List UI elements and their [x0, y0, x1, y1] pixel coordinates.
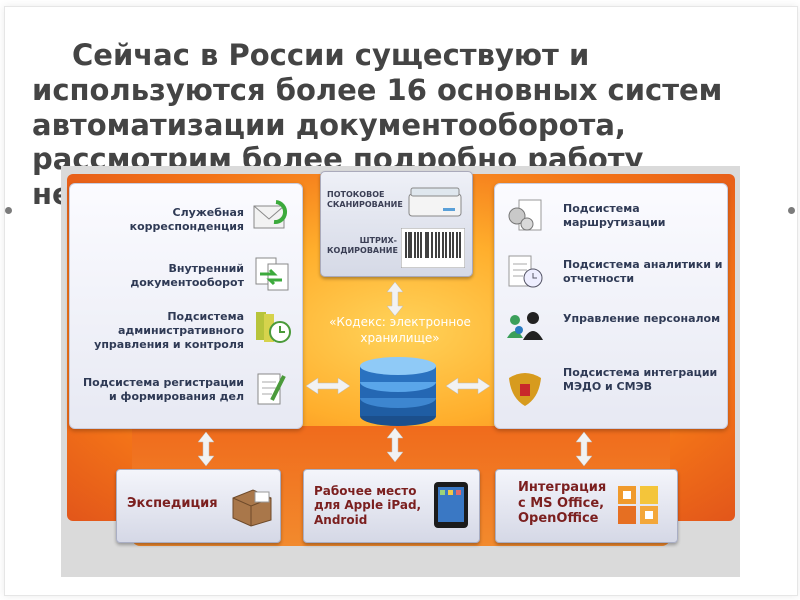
right-item-label: Подсистема аналитики и отчетности: [563, 258, 723, 285]
bottom-box-workplace: Рабочее место для Apple iPad, Android: [303, 469, 480, 543]
folders-clock-icon: [256, 312, 291, 343]
people-icon: [507, 312, 543, 340]
right-item-label: Управление персоналом: [563, 312, 721, 325]
bottom-box-integration: Интеграция с MS Office, OpenOffice: [495, 469, 678, 543]
bottom-box-label: Рабочее место для Apple iPad, Android: [314, 484, 422, 527]
document-pen-icon: [257, 373, 286, 405]
database-icon: [360, 357, 436, 426]
right-item-label: Подсистема маршрутизации: [563, 202, 666, 229]
right-item-2: Подсистема аналитики и отчетности: [495, 254, 727, 304]
left-item-label: Подсистема административного управления …: [94, 310, 244, 351]
slide-frame-dot-right: [788, 207, 795, 214]
scanner-icon: [408, 187, 462, 217]
document-exchange-icon: [255, 257, 289, 291]
barcoding-label: ШТРИХ-КОДИРОВАНИЕ: [327, 236, 398, 255]
bottom-box-label: Интеграция с MS Office, OpenOffice: [518, 480, 607, 527]
left-item-3: Подсистема административного управления …: [70, 308, 302, 358]
right-item-3: Управление персоналом: [495, 308, 727, 358]
right-subsystems-panel: Подсистема маршрутизации Подсистема анал…: [494, 183, 728, 429]
right-item-4: Подсистема интеграции МЭДО и СМЭВ: [495, 366, 727, 420]
envelope-icon: [253, 200, 287, 229]
tablet-icon: [434, 482, 468, 528]
parcel-icon: [232, 489, 272, 527]
left-subsystems-panel: Служебная корреспонденция Внутренний док…: [69, 183, 303, 429]
report-clock-icon: [508, 255, 543, 288]
left-item-label: Внутренний документооборот: [130, 262, 244, 289]
left-item-label: Подсистема регистрации и формирования де…: [82, 376, 244, 403]
document-management-diagram: Служебная корреспонденция Внутренний док…: [61, 166, 740, 577]
office-logo-icon: [618, 486, 658, 524]
slide-frame-dot-left: [5, 207, 12, 214]
coat-of-arms-icon: [509, 373, 541, 406]
scanning-box: ПОТОКОВОЕ СКАНИРОВАНИЕ ШТРИХ-КОДИРОВАНИЕ: [320, 171, 473, 277]
left-item-1: Служебная корреспонденция: [70, 198, 302, 248]
bottom-box-label: Экспедиция: [127, 496, 218, 511]
barcode-icon: [401, 228, 465, 268]
left-item-2: Внутренний документооборот: [70, 254, 302, 304]
right-item-1: Подсистема маршрутизации: [495, 198, 727, 248]
bottom-box-expedition: Экспедиция: [116, 469, 281, 543]
storage-label: «Кодекс: электронное хранилище»: [329, 315, 471, 346]
gears-document-icon: [508, 199, 542, 231]
left-item-4: Подсистема регистрации и формирования де…: [70, 370, 302, 420]
left-item-label: Служебная корреспонденция: [129, 206, 244, 233]
right-item-label: Подсистема интеграции МЭДО и СМЭВ: [563, 366, 718, 393]
connector-arrows: [197, 281, 593, 467]
scanning-label: ПОТОКОВОЕ СКАНИРОВАНИЕ: [327, 190, 403, 209]
